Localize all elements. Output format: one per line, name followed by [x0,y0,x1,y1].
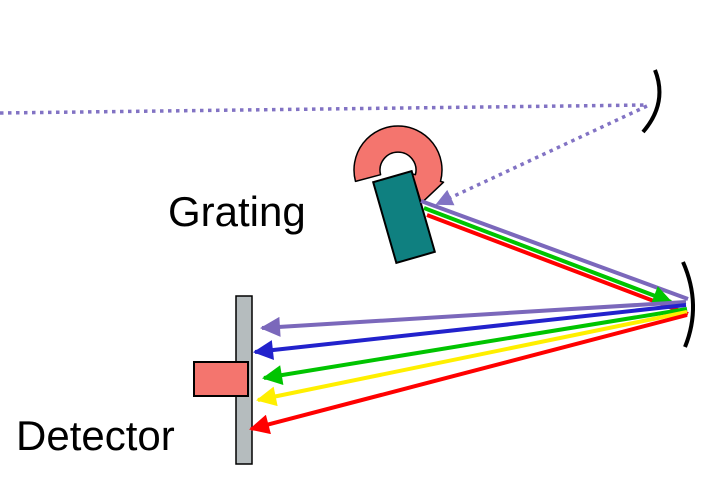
detector-ray-green [262,307,688,385]
grating [371,169,437,265]
detector-ray-purple [260,300,687,337]
grating-rotation-arrow [353,125,445,204]
detector-ray-blue [253,303,687,360]
detector-label: Detector [16,412,175,459]
diffracted-ray-purple [420,199,689,301]
detector-ray-yellow [256,310,688,407]
collimating-mirror [641,69,662,134]
detector-slit [193,361,249,397]
focusing-mirror [681,261,695,348]
mirror-to-grating-beam [435,104,648,206]
grating-label: Grating [168,188,306,235]
diffracted-ray-red [426,213,689,316]
diffracted-ray-green [423,206,673,305]
detector-ray-red [249,313,688,435]
input-beam [0,103,647,115]
